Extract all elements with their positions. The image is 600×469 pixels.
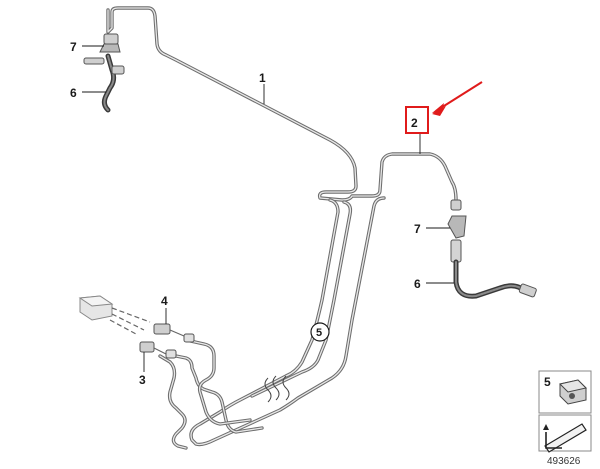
callout-4: 4 (161, 294, 168, 308)
direction-arrow-icon (543, 423, 587, 453)
callout-7-top: 7 (70, 40, 77, 54)
inset-label: 5 (544, 375, 551, 389)
callout-3: 3 (139, 373, 146, 387)
junction-block (78, 295, 195, 359)
callout-6-top: 6 (70, 86, 77, 100)
brake-pipe-lower-left (158, 338, 264, 450)
diagram-id: 493626 (547, 456, 581, 467)
callout-2: 2 (411, 116, 418, 130)
highlight-annotation (405, 81, 483, 134)
clip-icon (559, 379, 587, 405)
callout-5-circled: 5 (310, 322, 330, 342)
hose-right (447, 199, 537, 299)
highlight-arrow (435, 81, 483, 112)
callout-7-right: 7 (414, 222, 421, 236)
hose-top-left (83, 33, 125, 113)
highlight-box (405, 106, 429, 134)
brake-pipe-1 (106, 6, 458, 202)
pipe-break-marks (264, 375, 290, 403)
callout-1: 1 (259, 71, 266, 85)
callout-6-right: 6 (414, 277, 421, 291)
callout-5-label: 5 (316, 327, 322, 339)
leader-lines (82, 45, 454, 372)
brake-pipe-2 (189, 196, 386, 447)
inset-panel: 5 493626 (538, 370, 592, 467)
